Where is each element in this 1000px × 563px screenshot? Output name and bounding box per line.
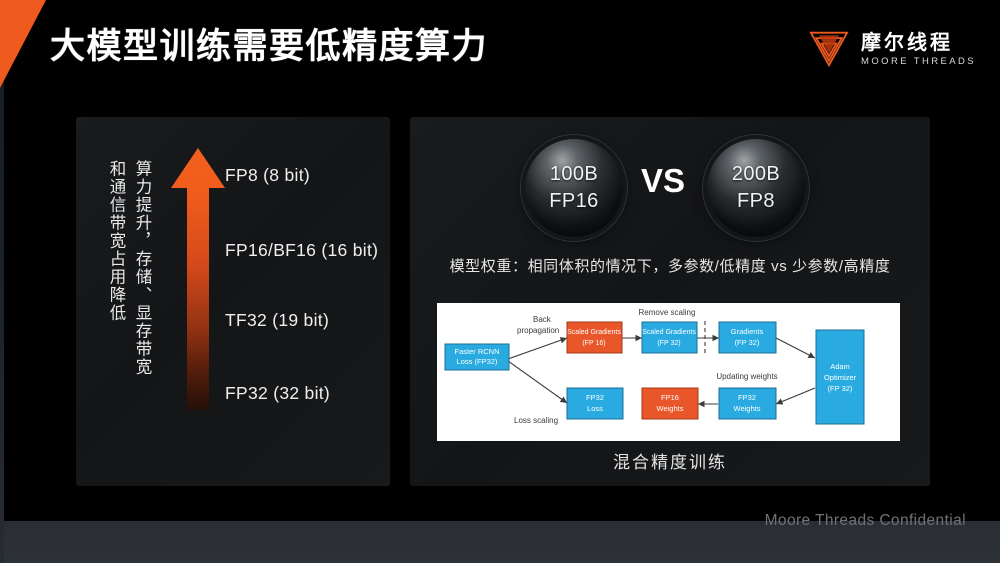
orange-corner-triangle-icon: [0, 0, 46, 88]
svg-text:Optimizer: Optimizer: [824, 373, 857, 382]
confidential-footer: Moore Threads Confidential: [764, 512, 966, 529]
moore-threads-triangle-logo-icon: [809, 31, 849, 68]
format-label-fp16: FP16/BF16 (16 bit): [225, 240, 379, 260]
logo-name-cn: 摩尔线程: [861, 31, 954, 54]
node-adam-optimizer: Adam Optimizer (FP 32): [815, 329, 865, 425]
svg-text:Scaled Gradients: Scaled Gradients: [642, 329, 696, 336]
svg-text:FP16: FP16: [661, 393, 679, 402]
vertical-text-line-1: 算力提升，存储、显存带宽: [133, 160, 151, 376]
logo-text-block: 摩尔线程 MOORE THREADS: [861, 32, 976, 67]
page-title: 大模型训练需要低精度算力: [50, 27, 489, 66]
edge-label-remove-scaling: Remove scaling: [639, 308, 696, 317]
vertical-text-line-2: 和通信带宽占用降低: [107, 160, 125, 322]
circle-right-size: 200B: [731, 163, 781, 185]
node-scaled-gradients-fp32: Scaled Gradients (FP 32): [641, 321, 698, 354]
edge-label-updating-weights: Updating weights: [716, 372, 777, 381]
versus-label: VS: [640, 162, 686, 199]
format-label-fp32: FP32 (32 bit): [225, 383, 331, 403]
svg-text:(FP 16): (FP 16): [582, 340, 605, 347]
svg-text:Adam: Adam: [830, 362, 850, 371]
edge-label-back-propagation: Back: [533, 315, 552, 324]
svg-text:FP32: FP32: [738, 393, 756, 402]
svg-text:Loss: Loss: [587, 404, 603, 413]
svg-text:Gradients: Gradients: [731, 327, 764, 336]
svg-text:(FP 32): (FP 32): [828, 384, 853, 393]
svg-text:Weights: Weights: [734, 404, 761, 413]
node-gradients-fp32: Gradients (FP 32): [718, 321, 777, 354]
circle-left-size: 100B: [549, 163, 599, 185]
svg-text:(FP 32): (FP 32): [735, 338, 760, 347]
logo-name-en: MOORE THREADS: [861, 55, 976, 67]
circle-left-precision: FP16: [549, 190, 599, 212]
node-faster-rcnn-loss: Faster RCNN Loss (FP32): [444, 343, 510, 371]
brand-logo: 摩尔线程 MOORE THREADS: [808, 30, 976, 68]
model-weights-caption: 模型权重：相同体积的情况下，多参数/低精度 vs 少参数/高精度: [449, 258, 891, 275]
svg-text:(FP 32): (FP 32): [657, 340, 680, 347]
svg-text:FP32: FP32: [586, 393, 604, 402]
format-label-fp8: FP8 (8 bit): [225, 165, 310, 185]
svg-text:Loss (FP32): Loss (FP32): [457, 357, 498, 366]
node-fp32-weights: FP32 Weights: [718, 387, 777, 420]
diagram-svg: Faster RCNN Loss (FP32) Scaled Gradients…: [444, 308, 865, 425]
vertical-annotation-text: 算力提升，存储、显存带宽 和通信带宽占用降低: [104, 160, 154, 430]
svg-text:Weights: Weights: [657, 404, 684, 413]
slide-left-edge: [0, 0, 4, 563]
edge-label-loss-scaling: Loss scaling: [514, 416, 558, 425]
upward-gradient-arrow-icon: [171, 148, 225, 410]
mixed-precision-training-diagram: Faster RCNN Loss (FP32) Scaled Gradients…: [437, 303, 900, 441]
svg-text:Faster RCNN: Faster RCNN: [454, 347, 499, 356]
svg-text:Scaled Gradients: Scaled Gradients: [567, 329, 621, 336]
circle-right-precision: FP8: [737, 190, 775, 212]
node-fp32-loss: FP32 Loss: [566, 387, 624, 420]
format-label-tf32: TF32 (19 bit): [225, 310, 330, 330]
precision-ladder-panel: [76, 117, 390, 486]
node-fp16-weights: FP16 Weights: [641, 387, 699, 420]
node-scaled-gradients-fp16: Scaled Gradients (FP 16): [566, 321, 623, 354]
model-circle-100b-fp16: 100B FP16: [525, 139, 623, 237]
svg-text:propagation: propagation: [517, 326, 559, 335]
model-circle-200b-fp8: 200B FP8: [707, 139, 805, 237]
diagram-caption: 混合精度训练: [613, 453, 727, 472]
